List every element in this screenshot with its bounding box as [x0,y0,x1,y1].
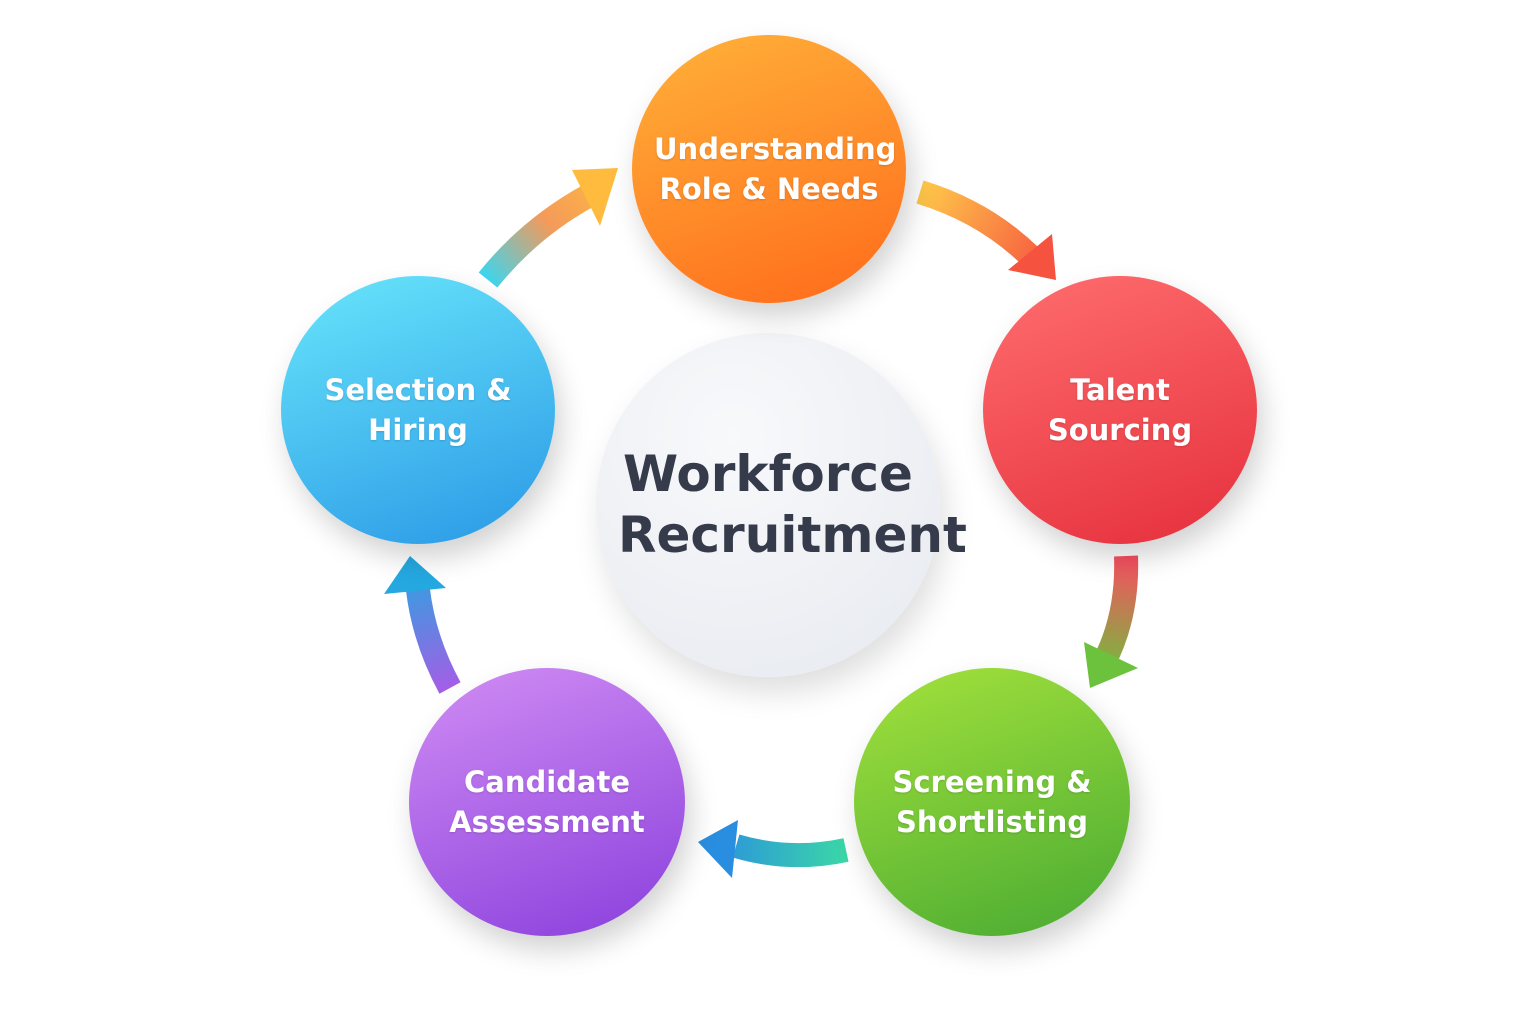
arrow-2-to-3 [1084,555,1139,688]
step-label: Understanding Role & Needs [654,131,897,206]
step-label: Talent Sourcing [1047,372,1193,447]
step-candidate-assessment: Candidate Assessment [409,668,685,936]
arrow-1-to-2 [916,180,1056,280]
step-label: Selection & Hiring [324,372,512,447]
arrow-4-to-5 [384,556,461,694]
step-understanding-role: Understanding Role & Needs [632,35,906,303]
arrow-3-to-4 [698,820,849,878]
center-title: Workforce Recruitment [596,333,967,677]
step-label: Screening & Shortlisting [892,764,1092,839]
center-title-text: Workforce Recruitment [618,445,967,564]
arrow-5-to-1 [478,168,618,288]
step-talent-sourcing: Talent Sourcing [983,276,1257,544]
step-selection-hiring: Selection & Hiring [281,276,555,544]
step-screening-shortlisting: Screening & Shortlisting [854,668,1130,936]
step-label: Candidate Assessment [449,764,645,839]
